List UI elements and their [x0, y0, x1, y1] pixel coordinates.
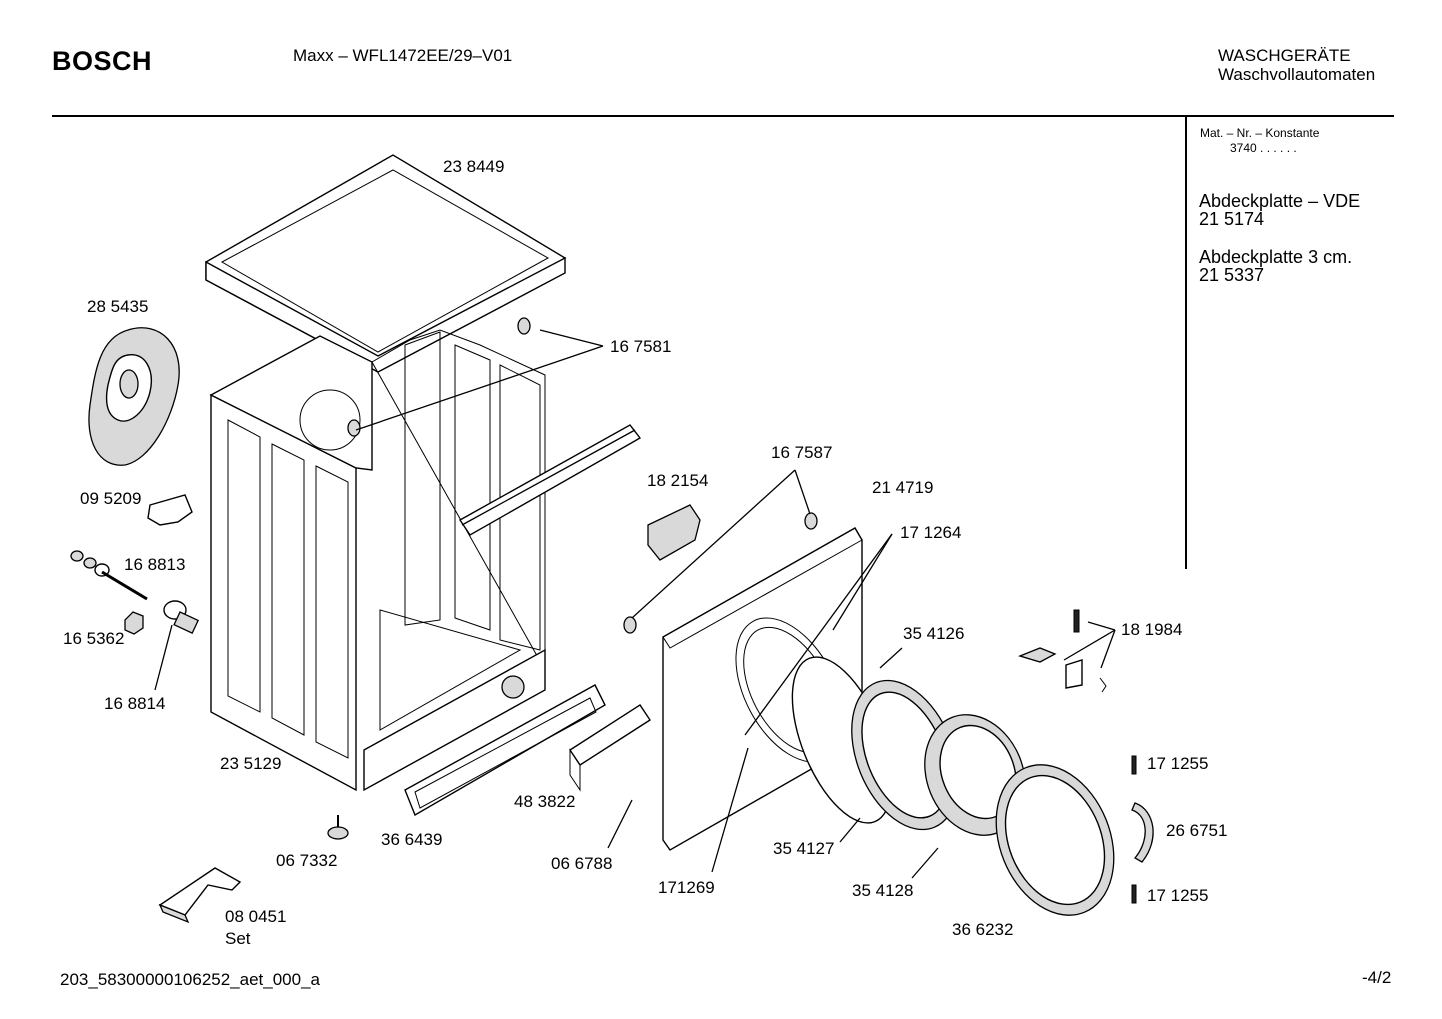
top-cover-part[interactable]: [205, 154, 567, 373]
category-line2: Waschvollautomaten: [1218, 65, 1376, 84]
label-354128: 35 4128: [852, 881, 914, 900]
clip-part-167587[interactable]: [623, 512, 818, 634]
brand-logo: BOSCH: [52, 46, 153, 76]
label-235129: 23 5129: [220, 754, 282, 773]
mat-label: Mat. – Nr. – Konstante: [1200, 126, 1320, 140]
label-171264: 17 1264: [900, 523, 962, 542]
label-238449: 23 8449: [443, 157, 505, 176]
drawer-part[interactable]: [569, 704, 651, 792]
cabinet-frame-part[interactable]: [209, 329, 546, 792]
label-483822: 48 3822: [514, 792, 576, 811]
label-285435: 28 5435: [87, 297, 149, 316]
note-3cm: Abdeckplatte 3 cm. 21 5337: [1199, 248, 1352, 284]
mat-value: 3740 . . . . . .: [1230, 141, 1297, 155]
page-number: -4/2: [1362, 968, 1392, 987]
door-lock-part[interactable]: [647, 504, 701, 561]
screw-part-168813[interactable]: [70, 550, 148, 601]
label-354126: 35 4126: [903, 624, 965, 643]
note-title: Abdeckplatte – VDE: [1199, 191, 1361, 211]
label-214719: 21 4719: [872, 478, 934, 497]
label-171269: 171269: [658, 878, 715, 897]
rear-cover-part[interactable]: [88, 327, 180, 466]
foot-part-168814[interactable]: [163, 600, 199, 635]
leader-lines: [154, 329, 1116, 879]
label-165362: 16 5362: [63, 629, 125, 648]
label-066788: 06 6788: [551, 854, 613, 873]
note-vde: Abdeckplatte – VDE 21 5174: [1199, 192, 1360, 228]
label-167587: 16 7587: [771, 443, 833, 462]
document-id: 203_58300000106252_aet_000_a: [60, 970, 320, 989]
note-number: 21 5337: [1199, 265, 1265, 285]
label-171255-bottom: 17 1255: [1147, 886, 1209, 905]
label-354127: 35 4127: [773, 839, 835, 858]
note-number: 21 5174: [1199, 209, 1265, 229]
level-foot-part[interactable]: [327, 815, 349, 840]
label-067332: 06 7332: [276, 851, 338, 870]
header-divider: [52, 115, 1394, 117]
door-frame-part[interactable]: [975, 747, 1135, 933]
clip-part-095209[interactable]: [147, 494, 193, 526]
label-366439: 36 6439: [381, 830, 443, 849]
note-title: Abdeckplatte 3 cm.: [1199, 247, 1353, 267]
category: WASCHGERÄTE Waschvollautomaten: [1218, 46, 1375, 84]
control-panel-part[interactable]: [404, 684, 606, 817]
model-title: Maxx – WFL1472EE/29–V01: [293, 46, 513, 65]
hinge-set-part[interactable]: [1018, 609, 1107, 693]
label-095209: 09 5209: [80, 489, 142, 508]
bracket-part[interactable]: [158, 867, 242, 924]
label-080451: 08 0451: [225, 907, 287, 926]
mat-number-box: Mat. – Nr. – Konstante 3740 . . . . . .: [1200, 126, 1319, 156]
hinge-part[interactable]: [1131, 802, 1154, 863]
label-181984: 18 1984: [1121, 620, 1183, 639]
label-266751: 26 6751: [1166, 821, 1228, 840]
label-366232: 36 6232: [952, 920, 1014, 939]
sidebar-divider: [1185, 117, 1187, 569]
label-182154: 18 2154: [647, 471, 709, 490]
nut-part-165362[interactable]: [124, 611, 144, 635]
label-167581: 16 7581: [610, 337, 672, 356]
pin-parts-171255[interactable]: [1131, 755, 1137, 904]
label-set: Set: [225, 929, 251, 948]
label-171255-top: 17 1255: [1147, 754, 1209, 773]
label-168814: 16 8814: [104, 694, 166, 713]
category-line1: WASCHGERÄTE: [1218, 46, 1351, 65]
cross-brace-part[interactable]: [458, 424, 642, 536]
label-168813: 16 8813: [124, 555, 186, 574]
